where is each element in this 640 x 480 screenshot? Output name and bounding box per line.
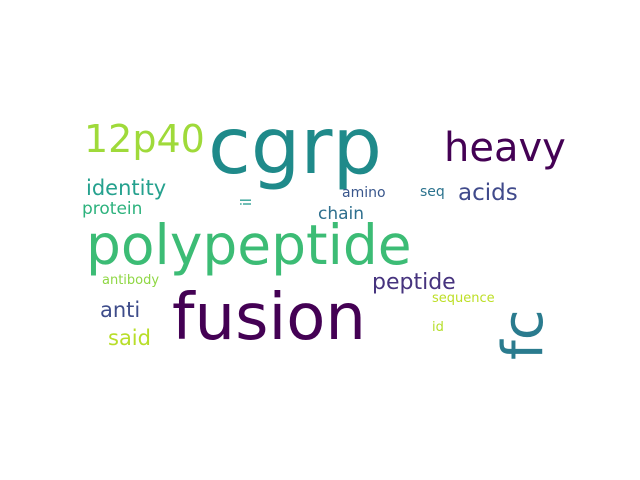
word-protein: protein [82,199,143,219]
word-heavy: heavy [444,125,566,171]
word-fc: fc [491,309,556,360]
word-acids: acids [458,180,518,206]
word-identity: identity [86,176,167,200]
word-cgrp: cgrp [208,102,382,192]
word-sequence: sequence [432,291,495,306]
word-seq: seq [420,184,445,200]
word-said: said [108,326,151,350]
word-antibody: antibody [102,273,160,288]
word-peptide: peptide [372,270,456,295]
word-anti: anti [100,298,141,322]
word-id: id [432,320,444,335]
word-12p40: 12p40 [84,117,205,161]
word-il: il [239,198,255,206]
word-polypeptide: polypeptide [86,213,412,277]
word-chain: chain [318,204,365,224]
word-fusion: fusion [172,281,366,355]
word-cloud: cgrp polypeptide fusion fc heavy 12p40 i… [80,100,566,380]
word-amino: amino [342,185,386,201]
